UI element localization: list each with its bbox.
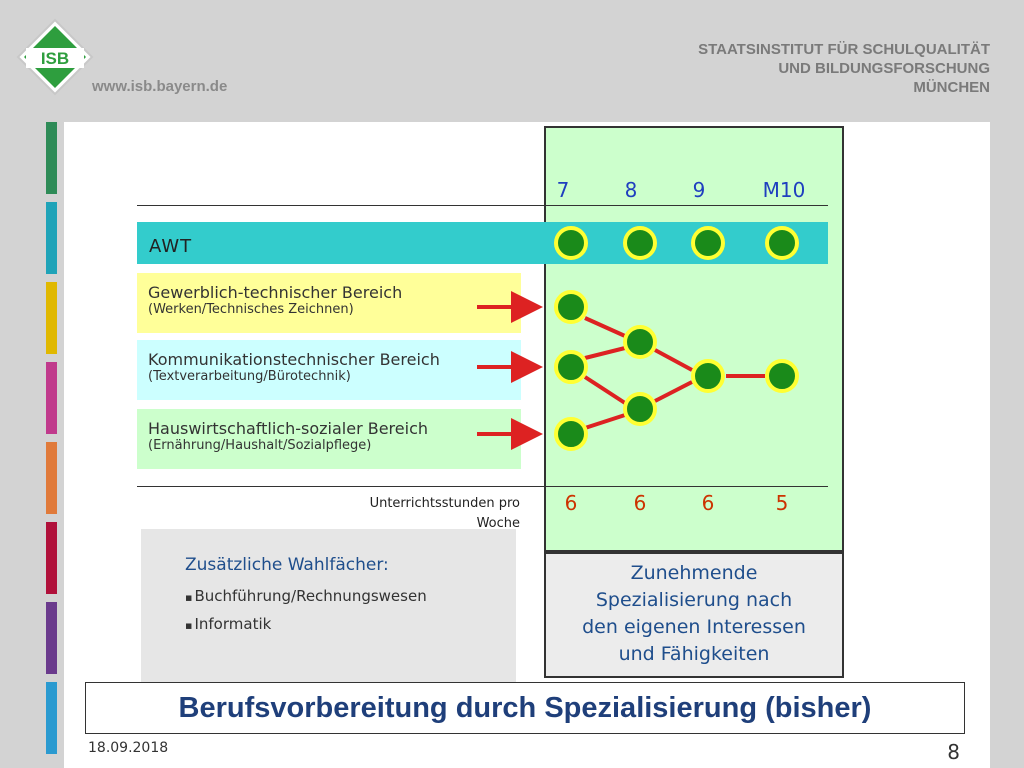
institute-line-1: STAATSINSTITUT FÜR SCHULQUALITÄT [698, 41, 990, 58]
spezialisierung-box: Zunehmende Spezialisierung nach den eige… [544, 552, 844, 678]
footer-date: 18.09.2018 [88, 740, 169, 756]
hours-value: 6 [701, 491, 715, 515]
top-divider [137, 205, 828, 206]
grade-label: M10 [762, 178, 806, 202]
strip-segment [46, 442, 57, 514]
hours-value: 6 [633, 491, 647, 515]
wahlfaecher-item: Buchführung/Rechnungswesen [185, 587, 516, 605]
area-subtitle: (Textverarbeitung/Bürotechnik) [148, 369, 351, 384]
area-subtitle: (Ernährung/Haushalt/Sozialpflege) [148, 438, 372, 453]
slide-title: Berufsvorbereitung durch Spezialisierung… [85, 682, 965, 734]
wahlfaecher-item: Informatik [185, 615, 516, 633]
hours-value: 5 [775, 491, 789, 515]
spezialisierung-line: den eigenen Interessen [582, 616, 806, 638]
institute-line-2: UND BILDUNGSFORSCHUNG [778, 60, 990, 77]
area-hauswirtschaft: Hauswirtschaftlich-sozialer Bereich (Ern… [137, 409, 521, 469]
bottom-divider [137, 486, 828, 487]
strip-segment [46, 282, 57, 354]
logo-text: ISB [41, 49, 69, 68]
wahlfaecher-title: Zusätzliche Wahlfächer: [185, 555, 389, 575]
grade-label: 9 [692, 178, 706, 202]
strip-segment [46, 122, 57, 194]
area-title: Kommunikationstechnischer Bereich [148, 350, 440, 369]
hours-value: 6 [564, 491, 578, 515]
isb-logo: ISB [16, 18, 94, 96]
hours-label: Unterrichtsstunden pro Woche [330, 494, 520, 534]
page-number: 8 [947, 740, 960, 764]
institute-name: STAATSINSTITUT FÜR SCHULQUALITÄT UND BIL… [698, 40, 990, 97]
hours-label-line-1: Unterrichtsstunden pro [369, 496, 520, 511]
institute-line-3: MÜNCHEN [913, 79, 990, 96]
awt-label: AWT [149, 236, 193, 257]
spezialisierung-line: Zunehmende [630, 562, 758, 584]
strip-segment [46, 202, 57, 274]
area-subtitle: (Werken/Technisches Zeichnen) [148, 302, 354, 317]
awt-bar [137, 222, 828, 264]
wahlfaecher-box: Zusätzliche Wahlfächer: Buchführung/Rech… [141, 529, 516, 683]
grade-label: 7 [556, 178, 570, 202]
area-title: Gewerblich-technischer Bereich [148, 283, 403, 302]
strip-segment [46, 362, 57, 434]
hours-label-line-2: Woche [476, 516, 520, 531]
strip-segment [46, 682, 57, 754]
strip-segment [46, 522, 57, 594]
grade-label: 8 [624, 178, 638, 202]
area-title: Hauswirtschaftlich-sozialer Bereich [148, 419, 428, 438]
website-url[interactable]: www.isb.bayern.de [92, 78, 228, 95]
area-gewerblich: Gewerblich-technischer Bereich (Werken/T… [137, 273, 521, 333]
spezialisierung-line: und Fähigkeiten [618, 643, 770, 665]
spezialisierung-line: Spezialisierung nach [595, 589, 793, 611]
grade-panel [544, 126, 844, 552]
strip-segment [46, 602, 57, 674]
area-kommunikation: Kommunikationstechnischer Bereich (Textv… [137, 340, 521, 400]
